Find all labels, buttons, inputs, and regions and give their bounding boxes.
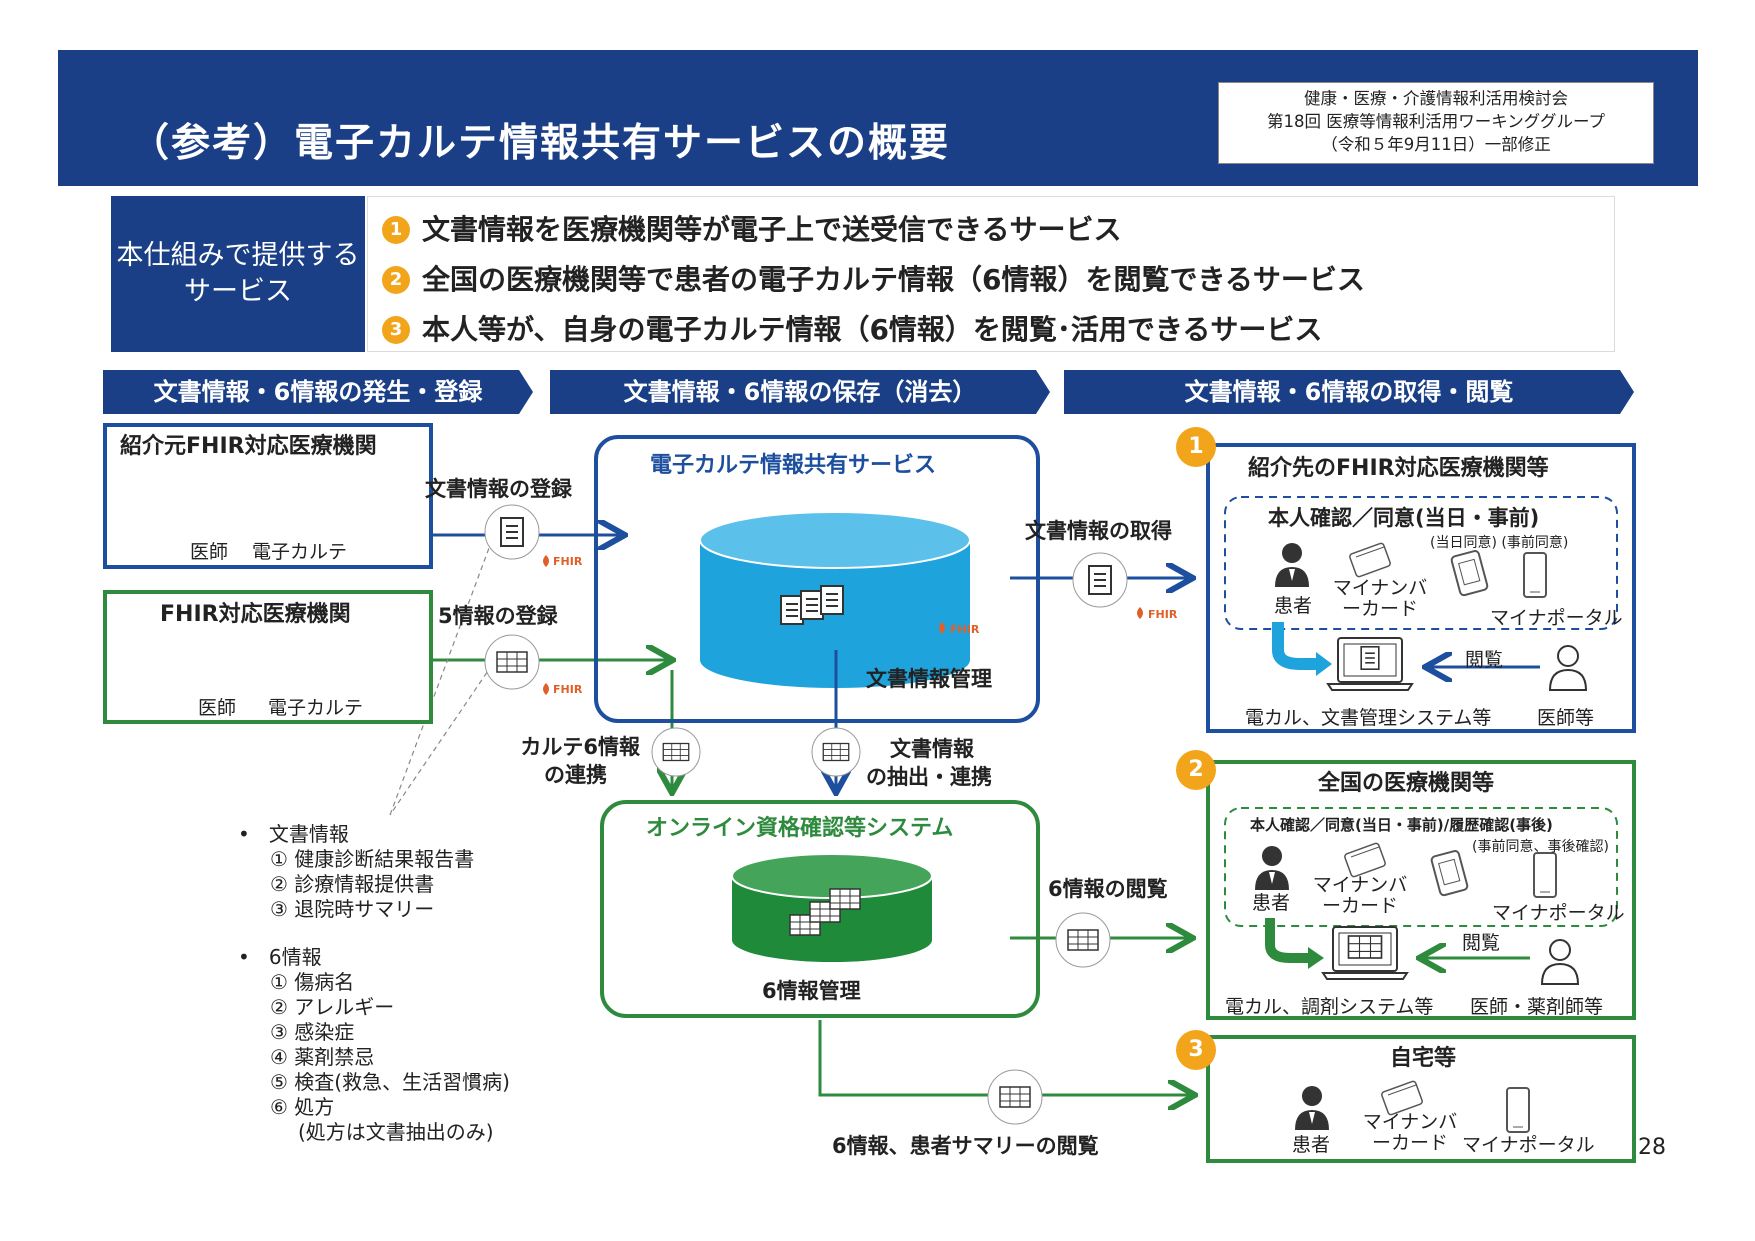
service-text-3: 本人等が、自身の電子カルテ情報（6情報）を閲覧･活用できるサービス — [422, 313, 1323, 346]
fhir-institution-box — [103, 590, 433, 724]
service-text-1: 文書情報を医療機関等が電子上で送受信できるサービス — [422, 213, 1122, 246]
phase-store: 文書情報・6情報の保存（消去） — [550, 370, 1050, 414]
fhir-institution-title: FHIR対応医療機関 — [160, 602, 351, 627]
online-system-title: オンライン資格確認等システム — [646, 816, 954, 841]
r1-box — [1206, 443, 1636, 733]
fhir-tag-center: FHIR — [950, 623, 980, 636]
doc-get-label: 文書情報の取得 — [1025, 519, 1172, 543]
six-view-label: 6情報の閲覧 — [1048, 877, 1168, 901]
karte-link-circle-icon — [651, 727, 701, 777]
karte-link-label-2: の連携 — [544, 763, 607, 787]
legend-doc-item-3: ③ 退院時サマリー — [270, 897, 435, 921]
r1-consent-sub: (当日同意) (事前同意) — [1430, 535, 1569, 551]
r2-confirm-label: 本人確認／同意(当日・事前)/履歴確認(事後) — [1250, 816, 1553, 834]
referrer-emr-label: 電子カルテ — [252, 541, 348, 563]
legend-doc-item-2: ② 診療情報提供書 — [270, 872, 435, 896]
r1-title: 紹介先のFHIR対応医療機関等 — [1248, 456, 1549, 481]
meeting-line-2: 第18回 医療等情報利活用ワーキンググループ — [1267, 112, 1605, 131]
r2-card-label: マイナンバーカード — [1312, 874, 1408, 917]
r2-consent-sub: (事前同意、事後確認) — [1472, 839, 1609, 855]
fhir-tag-right: FHIR — [1148, 608, 1178, 621]
r1-system-label: 電カル、文書管理システム等 — [1245, 707, 1492, 729]
legend-six-item-6: ⑥ 処方 — [270, 1095, 335, 1119]
r2-system-label: 電カル、調剤システム等 — [1225, 996, 1434, 1018]
service-text-2: 全国の医療機関等で患者の電子カルテ情報（6情報）を閲覧できるサービス — [422, 263, 1365, 296]
referrer-box — [103, 423, 433, 569]
phase-register: 文書情報・6情報の発生・登録 — [103, 370, 533, 414]
doc-register-label: 文書情報の登録 — [425, 477, 572, 501]
r2-title: 全国の医療機関等 — [1318, 771, 1495, 796]
r3-card-label: マイナンバーカード — [1362, 1111, 1458, 1154]
six-management-label: 6情報管理 — [762, 979, 861, 1003]
r1-confirm-label: 本人確認／同意(当日・事前) — [1268, 506, 1540, 530]
online-system-box — [600, 800, 1040, 1018]
five-register-label: 5情報の登録 — [438, 604, 558, 628]
r2-patient-label: 患者 — [1252, 892, 1291, 914]
meeting-line-3: （令和５年9月11日）一部修正 — [1321, 135, 1551, 154]
extract-label-1: 文書情報 — [890, 737, 974, 761]
service-item-3: 3 本人等が、自身の電子カルテ情報（6情報）を閲覧･活用できるサービス — [382, 308, 1322, 348]
fhir-institution-doctor-label: 医師 — [198, 697, 237, 719]
legend-doc-title: • 文書情報 — [238, 822, 349, 846]
legend-six-title: • 6情報 — [238, 945, 322, 969]
legend-doc-block: • 文書情報 ① 健康診断結果報告書 ② 診療情報提供書 ③ 退院時サマリー — [238, 822, 474, 922]
karte-link-label-1: カルテ6情報 — [520, 735, 640, 759]
service-number-3: 3 — [382, 316, 410, 344]
legend-six-item-3: ③ 感染症 — [270, 1020, 355, 1044]
legend-six-item-1: ① 傷病名 — [270, 970, 355, 994]
legend-six-item-4: ④ 薬剤禁忌 — [270, 1045, 375, 1069]
services-label: 本仕組みで提供するサービス — [111, 196, 365, 352]
r1-portal-label: マイナポータル — [1490, 607, 1623, 629]
five-reg-circle-icon — [484, 634, 540, 690]
meeting-line-1: 健康・医療・介護情報利活用検討会 — [1304, 89, 1568, 108]
r2-view-label: 閲覧 — [1462, 932, 1501, 954]
doc-reg-circle-icon — [484, 504, 540, 560]
page-title: （参考）電子カルテ情報共有サービスの概要 — [130, 121, 951, 166]
extract-circle-icon — [811, 727, 861, 777]
legend-six-block: • 6情報 ① 傷病名 ② アレルギー ③ 感染症 ④ 薬剤禁忌 ⑤ 検査(救急… — [238, 945, 510, 1145]
legend-six-item-2: ② アレルギー — [270, 995, 395, 1019]
r1-view-label: 閲覧 — [1465, 649, 1504, 671]
r3-title: 自宅等 — [1390, 1046, 1457, 1071]
emr-service-box — [594, 435, 1040, 723]
fhir-institution-emr-label: 電子カルテ — [268, 697, 364, 719]
meeting-source-box: 健康・医療・介護情報利活用検討会 第18回 医療等情報利活用ワーキンググループ … — [1218, 82, 1654, 164]
legend-six-item-5: ⑤ 検査(救急、生活習慣病) — [270, 1070, 510, 1094]
r1-number-badge: 1 — [1176, 427, 1216, 467]
emr-service-title: 電子カルテ情報共有サービス — [650, 453, 937, 478]
r2-box — [1206, 760, 1636, 1020]
bottom-flow-circle-icon — [987, 1069, 1043, 1125]
service-item-2: 2 全国の医療機関等で患者の電子カルテ情報（6情報）を閲覧できるサービス — [382, 258, 1365, 298]
referrer-doctor-label: 医師 — [190, 541, 229, 563]
legend-six-note: (処方は文書抽出のみ) — [298, 1120, 494, 1144]
fhir-tag-five: FHIR — [553, 683, 583, 696]
r3-box — [1206, 1035, 1636, 1163]
doc-management-label: 文書情報管理 — [866, 667, 992, 691]
r1-card-label: マイナンバーカード — [1332, 577, 1428, 620]
service-number-2: 2 — [382, 266, 410, 294]
service-number-1: 1 — [382, 216, 410, 244]
service-item-1: 1 文書情報を医療機関等が電子上で送受信できるサービス — [382, 208, 1121, 248]
referrer-title: 紹介元FHIR対応医療機関 — [120, 434, 377, 459]
r3-number-badge: 3 — [1176, 1030, 1216, 1070]
bottom-flow-label: 6情報、患者サマリーの閲覧 — [832, 1134, 1099, 1158]
r1-patient-label: 患者 — [1274, 595, 1313, 617]
extract-label-2: の抽出・連携 — [866, 765, 992, 789]
page-number: 28 — [1638, 1135, 1666, 1160]
r3-portal-label: マイナポータル — [1462, 1134, 1595, 1156]
fhir-tag-doc: FHIR — [553, 555, 583, 568]
r3-patient-label: 患者 — [1292, 1134, 1331, 1156]
doc-get-circle-icon — [1072, 552, 1128, 608]
six-view-circle-icon — [1055, 912, 1111, 968]
r2-staff-label: 医師・薬剤師等 — [1470, 996, 1604, 1018]
phase-view: 文書情報・6情報の取得・閲覧 — [1064, 370, 1634, 414]
r2-number-badge: 2 — [1176, 750, 1216, 790]
r2-portal-label: マイナポータル — [1492, 902, 1625, 924]
online-db-drum — [731, 853, 933, 962]
legend-doc-item-1: ① 健康診断結果報告書 — [270, 847, 475, 871]
r1-staff-label: 医師等 — [1537, 707, 1595, 729]
services-box — [367, 196, 1615, 352]
